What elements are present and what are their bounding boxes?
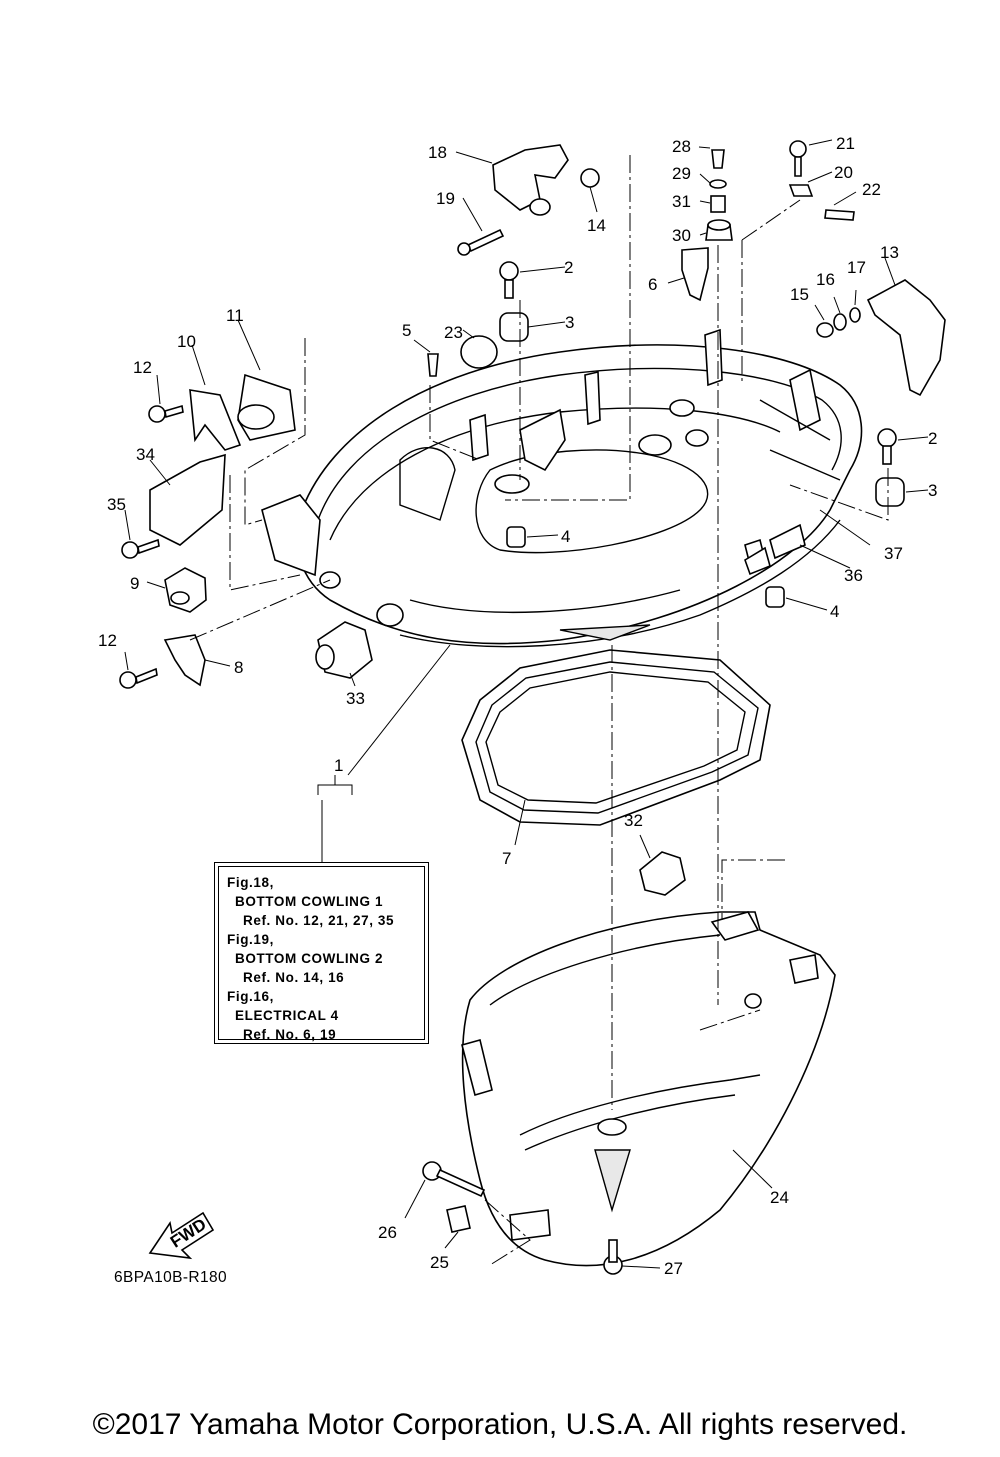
ref-fig-18: Fig.18, <box>227 875 274 890</box>
callout-32: 32 <box>624 811 643 830</box>
ref-numbers-18: Ref. No. 12, 21, 27, 35 <box>243 913 395 928</box>
callout-17: 17 <box>847 258 866 277</box>
callout-16: 16 <box>816 270 835 289</box>
callout-22: 22 <box>862 180 881 199</box>
lower-cowling-part <box>461 911 836 1267</box>
callout-8: 8 <box>234 658 243 677</box>
callout-14: 14 <box>587 216 606 235</box>
callout-26: 26 <box>378 1223 397 1242</box>
callout-15: 15 <box>790 285 809 304</box>
callout-4: 4 <box>830 602 839 621</box>
small-parts <box>119 140 946 1275</box>
ref-title-bottom-cowling-2: BOTTOM COWLING 2 <box>235 951 384 966</box>
ref-title-electrical-4: ELECTRICAL 4 <box>235 1008 339 1023</box>
diagram-code: 6BPA10B-R180 <box>114 1269 228 1286</box>
ref-numbers-19: Ref. No. 14, 16 <box>243 970 345 985</box>
callout-27: 27 <box>664 1259 683 1278</box>
ref-fig-16: Fig.16, <box>227 989 274 1004</box>
callout-20: 20 <box>834 163 853 182</box>
callout-35: 35 <box>107 495 126 514</box>
copyright-notice: ©2017 Yamaha Motor Corporation, U.S.A. A… <box>92 1408 908 1441</box>
callout-28: 28 <box>672 137 691 156</box>
bottom-cowling-part <box>261 328 863 648</box>
callout-30: 30 <box>672 226 691 245</box>
ref-fig-19: Fig.19, <box>227 932 274 947</box>
callout-6: 6 <box>648 275 657 294</box>
callout-numbers: 1 2 2 3 3 4 4 5 6 7 8 9 10 11 12 12 13 1… <box>98 134 937 1278</box>
callout-2: 2 <box>564 258 573 277</box>
leader-lines <box>124 139 929 1269</box>
callout-11: 11 <box>226 306 244 325</box>
fwd-arrow-icon: FWD <box>148 1211 215 1260</box>
callout-5: 5 <box>402 321 411 340</box>
callout-12: 12 <box>98 631 117 650</box>
callout-13: 13 <box>880 243 899 262</box>
callout-4: 4 <box>561 527 570 546</box>
callout-2: 2 <box>928 429 937 448</box>
callout-29: 29 <box>672 164 691 183</box>
callout-12: 12 <box>133 358 152 377</box>
callout-21: 21 <box>836 134 855 153</box>
callout-36: 36 <box>844 566 863 585</box>
ref-numbers-16: Ref. No. 6, 19 <box>243 1027 337 1042</box>
reference-box: Fig.18, BOTTOM COWLING 1 Ref. No. 12, 21… <box>214 862 429 1044</box>
callout-31: 31 <box>672 192 691 211</box>
callout-18: 18 <box>428 143 447 162</box>
callout-34: 34 <box>136 445 155 464</box>
callout-33: 33 <box>346 689 365 708</box>
callout-25: 25 <box>430 1253 449 1272</box>
callout-24: 24 <box>770 1188 789 1207</box>
callout-3: 3 <box>928 481 937 500</box>
callout-7: 7 <box>502 849 511 868</box>
cowling-gasket-part <box>461 649 771 826</box>
callout-19: 19 <box>436 189 455 208</box>
callout-3: 3 <box>565 313 574 332</box>
callout-23: 23 <box>444 323 463 342</box>
callout-37: 37 <box>884 544 903 563</box>
callout-9: 9 <box>130 574 139 593</box>
ref-title-bottom-cowling-1: BOTTOM COWLING 1 <box>235 894 384 909</box>
callout-10: 10 <box>177 332 196 351</box>
callout-1: 1 <box>334 756 343 775</box>
